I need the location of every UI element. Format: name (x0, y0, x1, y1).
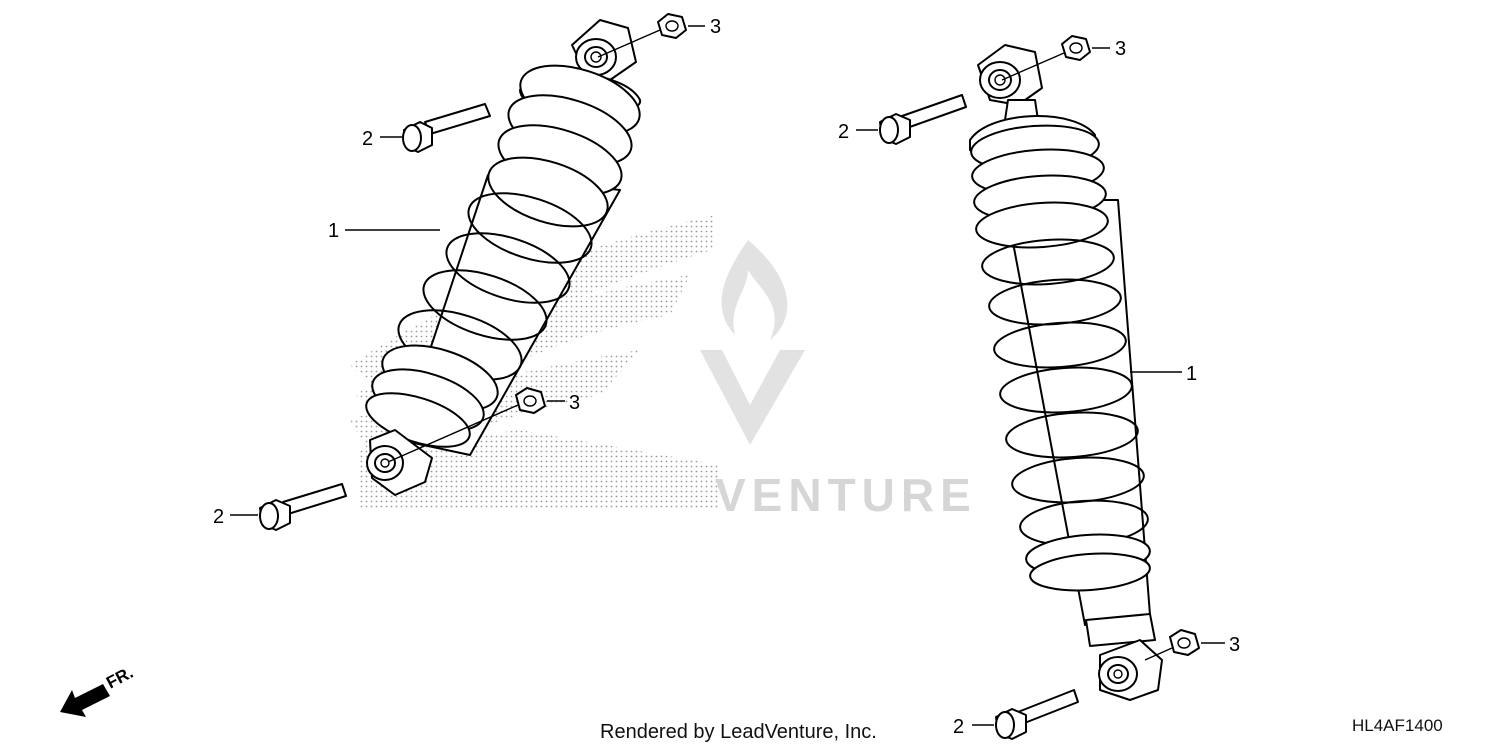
left-top-leader (597, 29, 661, 58)
callout-left-bottom-nut: 3 (569, 392, 580, 414)
right-bottom-eye (1098, 639, 1163, 701)
left-bottom-eye (366, 429, 433, 496)
watermark-text: VENTURE (715, 469, 977, 521)
rendered-by-text: Rendered by LeadVenture, Inc. (600, 721, 877, 743)
diagram-code: HL4AF1400 (1352, 716, 1443, 735)
right-top-nut (1061, 35, 1091, 61)
right-top-eye (977, 44, 1043, 121)
front-arrow-icon: FR. (60, 663, 136, 717)
left-top-nut (657, 13, 687, 39)
left-bottom-bolt (259, 483, 347, 531)
left-shock-absorber (365, 19, 641, 496)
callout-right-shock: 1 (1186, 363, 1197, 385)
callout-left-bottom-bolt: 2 (213, 506, 224, 528)
leadventure-flame-logo-icon (700, 240, 805, 445)
callout-right-bottom-nut: 3 (1229, 634, 1240, 656)
right-bottom-bolt (995, 689, 1079, 740)
direction-label: FR. (103, 663, 136, 693)
callout-right-top-bolt: 2 (838, 121, 849, 143)
callout-right-bottom-bolt: 2 (953, 716, 964, 738)
left-spring-coils (365, 64, 641, 448)
callout-left-top-bolt: 2 (362, 128, 373, 150)
right-spring-coils (970, 124, 1151, 592)
right-top-bolt (879, 94, 967, 145)
right-shock-absorber (969, 44, 1163, 701)
left-top-bolt (402, 103, 491, 153)
callout-left-shock: 1 (328, 220, 339, 242)
callout-left-top-nut: 3 (710, 16, 721, 38)
callout-right-top-nut: 3 (1115, 38, 1126, 60)
right-bottom-nut (1169, 629, 1200, 656)
left-bottom-nut (515, 387, 546, 414)
